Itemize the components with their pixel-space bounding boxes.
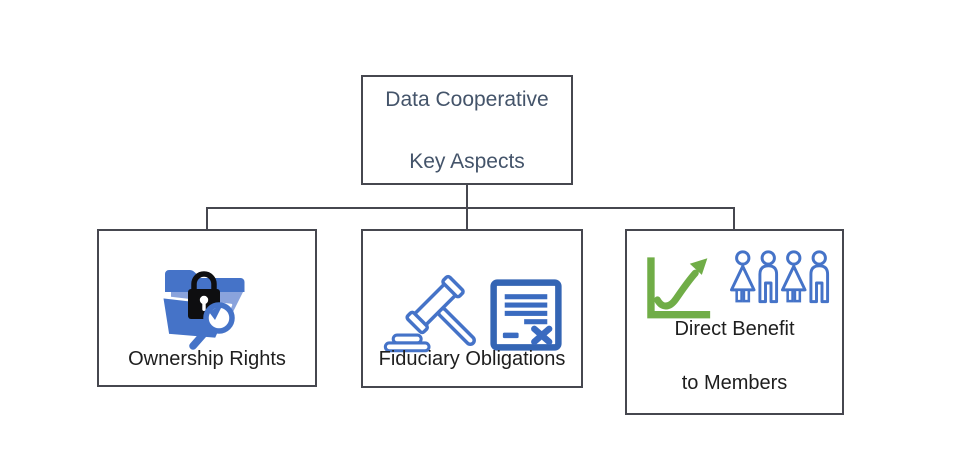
fiduciary-obligations-label: Fiduciary Obligations (378, 348, 566, 370)
node-fiduciary-obligations: Fiduciary Obligations (361, 229, 583, 388)
members-group-icon (729, 250, 829, 304)
connector-drop-left (206, 208, 208, 229)
benefit-icon-row (627, 248, 842, 324)
connector-drop-middle (466, 208, 468, 229)
root-node: Data Cooperative Key Aspects (361, 75, 573, 185)
ownership-icon-row (99, 262, 315, 354)
node-direct-benefit: Direct Benefit to Members (625, 229, 844, 415)
growth-chart-icon (646, 257, 710, 319)
ownership-rights-label: Ownership Rights (128, 348, 286, 370)
connector-drop-right (733, 208, 735, 229)
direct-benefit-label: Direct Benefit to Members (627, 316, 842, 397)
root-title-line1: Data Cooperative (385, 87, 549, 111)
locked-folder-search-icon (160, 270, 245, 350)
gavel-icon (383, 274, 476, 353)
root-node-title: Data Cooperative Key Aspects (385, 84, 548, 177)
contract-document-icon (490, 279, 562, 351)
direct-benefit-line1: Direct Benefit (674, 318, 795, 340)
fiduciary-icon-row (363, 269, 581, 361)
connector-horizontal-bar (206, 207, 735, 209)
root-title-line2: Key Aspects (409, 149, 525, 173)
direct-benefit-line2: to Members (681, 372, 788, 394)
node-ownership-rights: Ownership Rights (97, 229, 317, 387)
connector-root-stem (466, 185, 468, 208)
